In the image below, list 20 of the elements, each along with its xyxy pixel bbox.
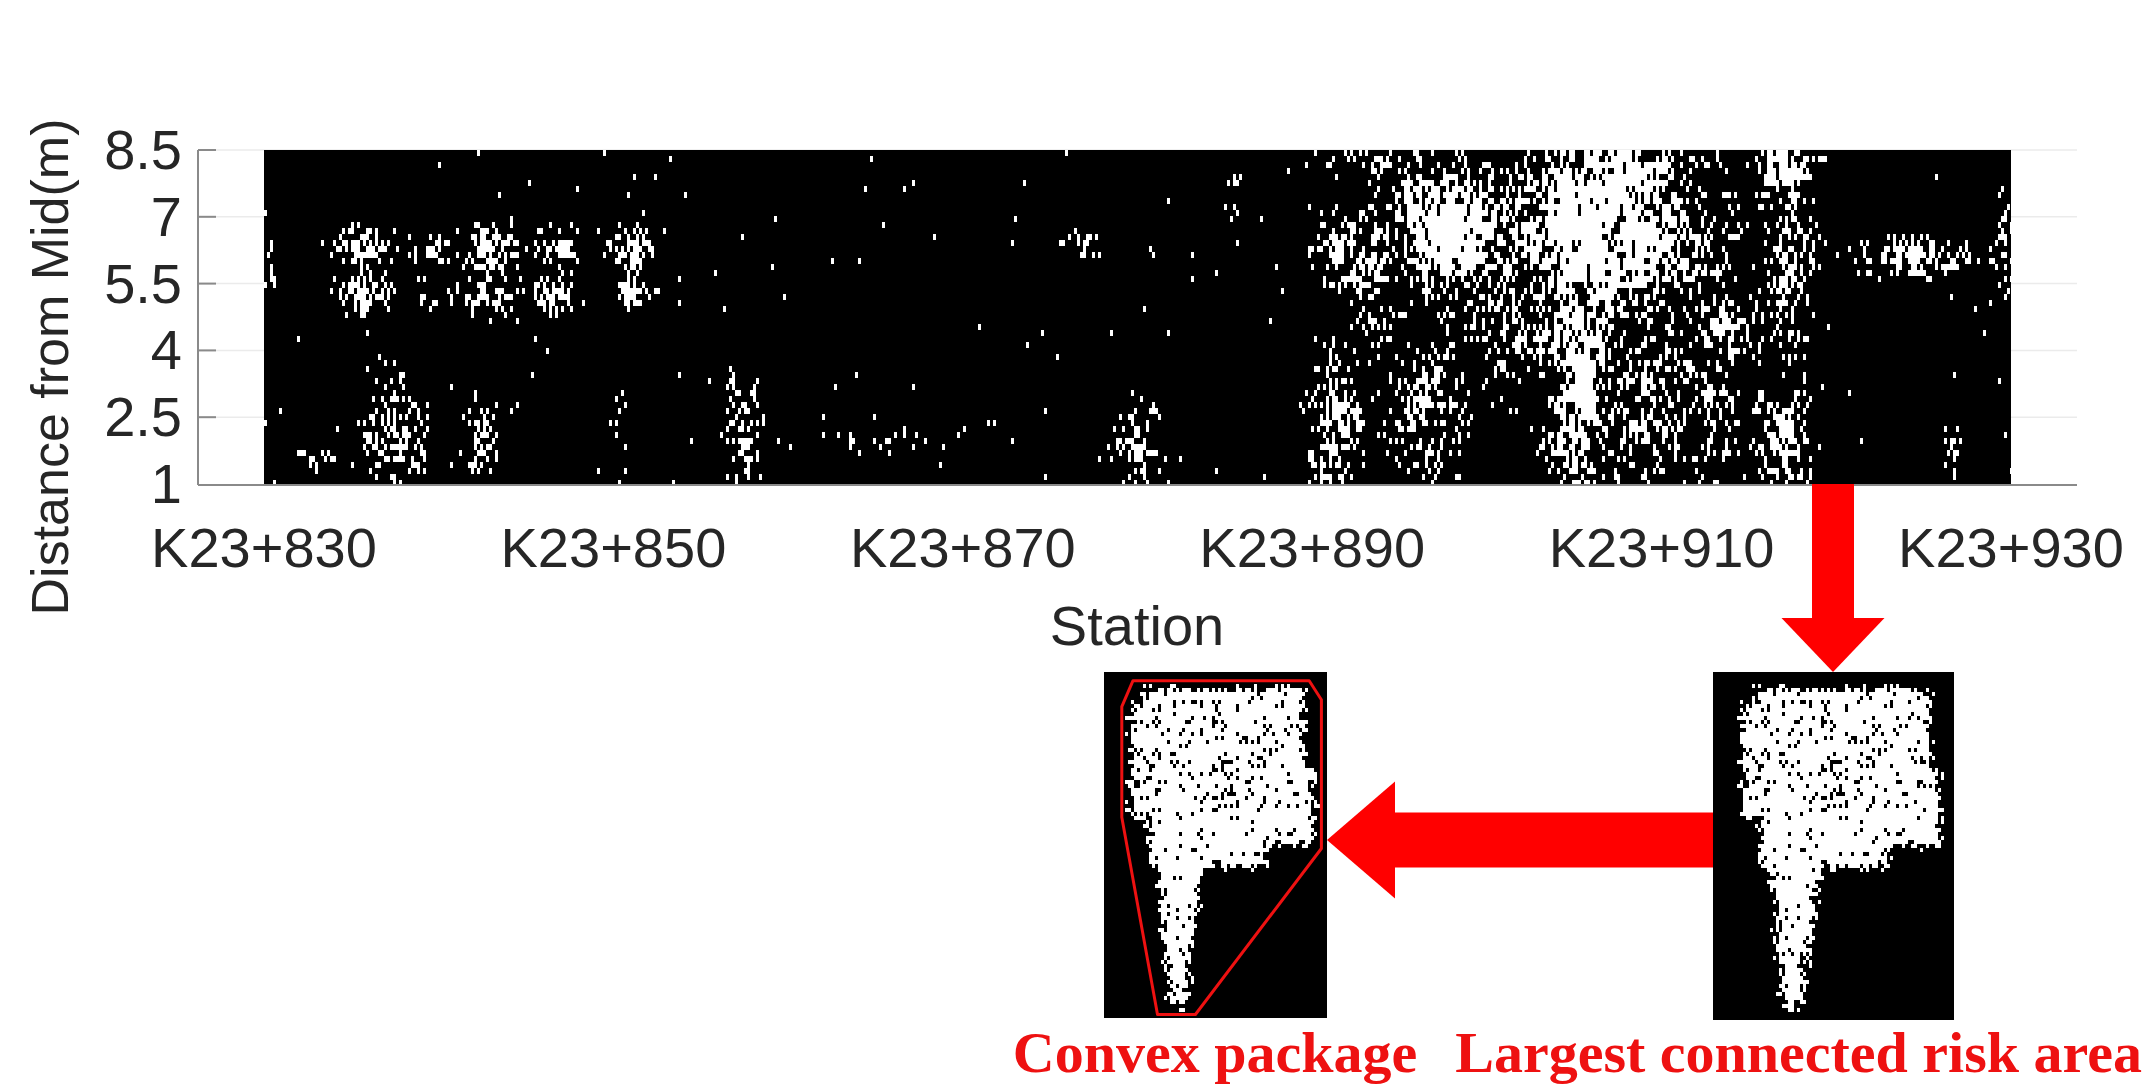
axis-tick-label: 8.5	[104, 122, 182, 178]
axis-tick-label: 7	[150, 188, 182, 245]
axis-tick-label: K23+930	[1898, 520, 2124, 576]
axis-tick-label: 2.5	[104, 389, 182, 446]
connected-region-drawing	[1713, 672, 1954, 1020]
binary-map-drawing	[264, 150, 2011, 484]
axis-tick-label: 5.5	[104, 255, 182, 312]
axis-tick-label: K23+890	[1199, 520, 1426, 576]
axis-tick-label: K23+910	[1548, 520, 1775, 576]
axis-tick-label: K23+850	[500, 520, 727, 576]
block-arrow	[1781, 484, 1885, 672]
image-caption: Largest connected risk area	[1455, 1024, 2142, 1082]
image-caption: Convex package	[1012, 1024, 1418, 1082]
block-arrow	[1327, 781, 1713, 899]
convex-hull-drawing	[1104, 672, 1327, 1018]
axis-tick-label: 4	[150, 322, 182, 379]
axis-title: Station	[1049, 598, 1225, 654]
axis-tick-label: 1	[150, 456, 182, 512]
axis-tick-label: K23+870	[849, 520, 1076, 576]
axis-tick-label: K23+830	[151, 520, 377, 576]
